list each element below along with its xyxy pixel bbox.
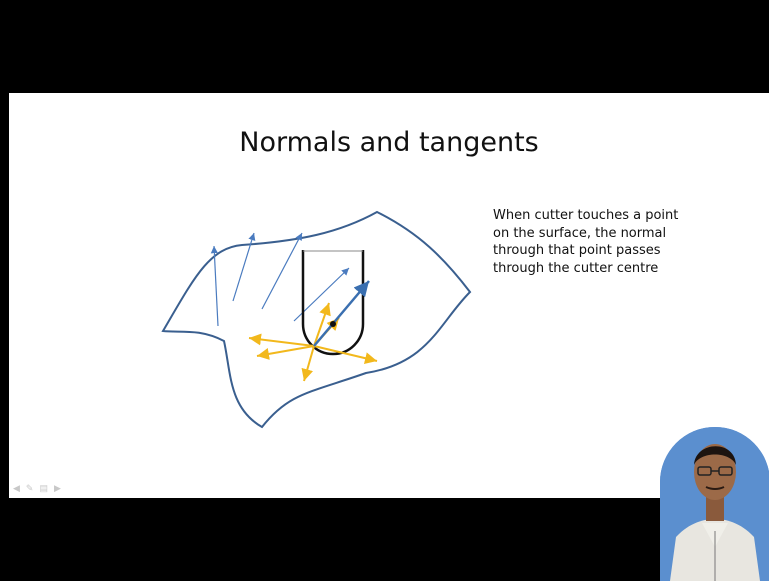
cutter-centre-point (330, 321, 336, 327)
cutter-outline (303, 250, 363, 354)
surface-outline (163, 212, 470, 427)
normals-tangents-diagram (9, 93, 769, 498)
tangent-arrow-down (304, 346, 314, 381)
description-line: through the cutter centre (493, 260, 723, 278)
tangent-arrow-up (314, 303, 329, 346)
presenter-video (660, 427, 769, 581)
slide-navigation: ◀ ✎ ▤ ▶ (13, 483, 61, 494)
pen-icon[interactable]: ✎ (26, 483, 34, 494)
forward-arrow-icon[interactable]: ▶ (54, 483, 61, 494)
presenter-figure (660, 427, 769, 581)
description-line: When cutter touches a point (493, 207, 723, 225)
normal-arrow-2 (233, 233, 254, 301)
back-arrow-icon[interactable]: ◀ (13, 483, 20, 494)
top-letterbox (0, 0, 769, 93)
slide: Normals and tangents (9, 93, 769, 498)
description-line: through that point passes (493, 242, 723, 260)
tangent-arrow-left (249, 338, 314, 346)
bottom-letterbox (0, 498, 769, 581)
slide-description: When cutter touches a point on the surfa… (493, 207, 723, 277)
description-line: on the surface, the normal (493, 225, 723, 243)
normal-arrow-3 (262, 233, 302, 309)
slide-menu-icon[interactable]: ▤ (39, 483, 48, 494)
tangent-arrow-left-low (257, 346, 314, 356)
normal-arrow-1 (214, 246, 218, 326)
